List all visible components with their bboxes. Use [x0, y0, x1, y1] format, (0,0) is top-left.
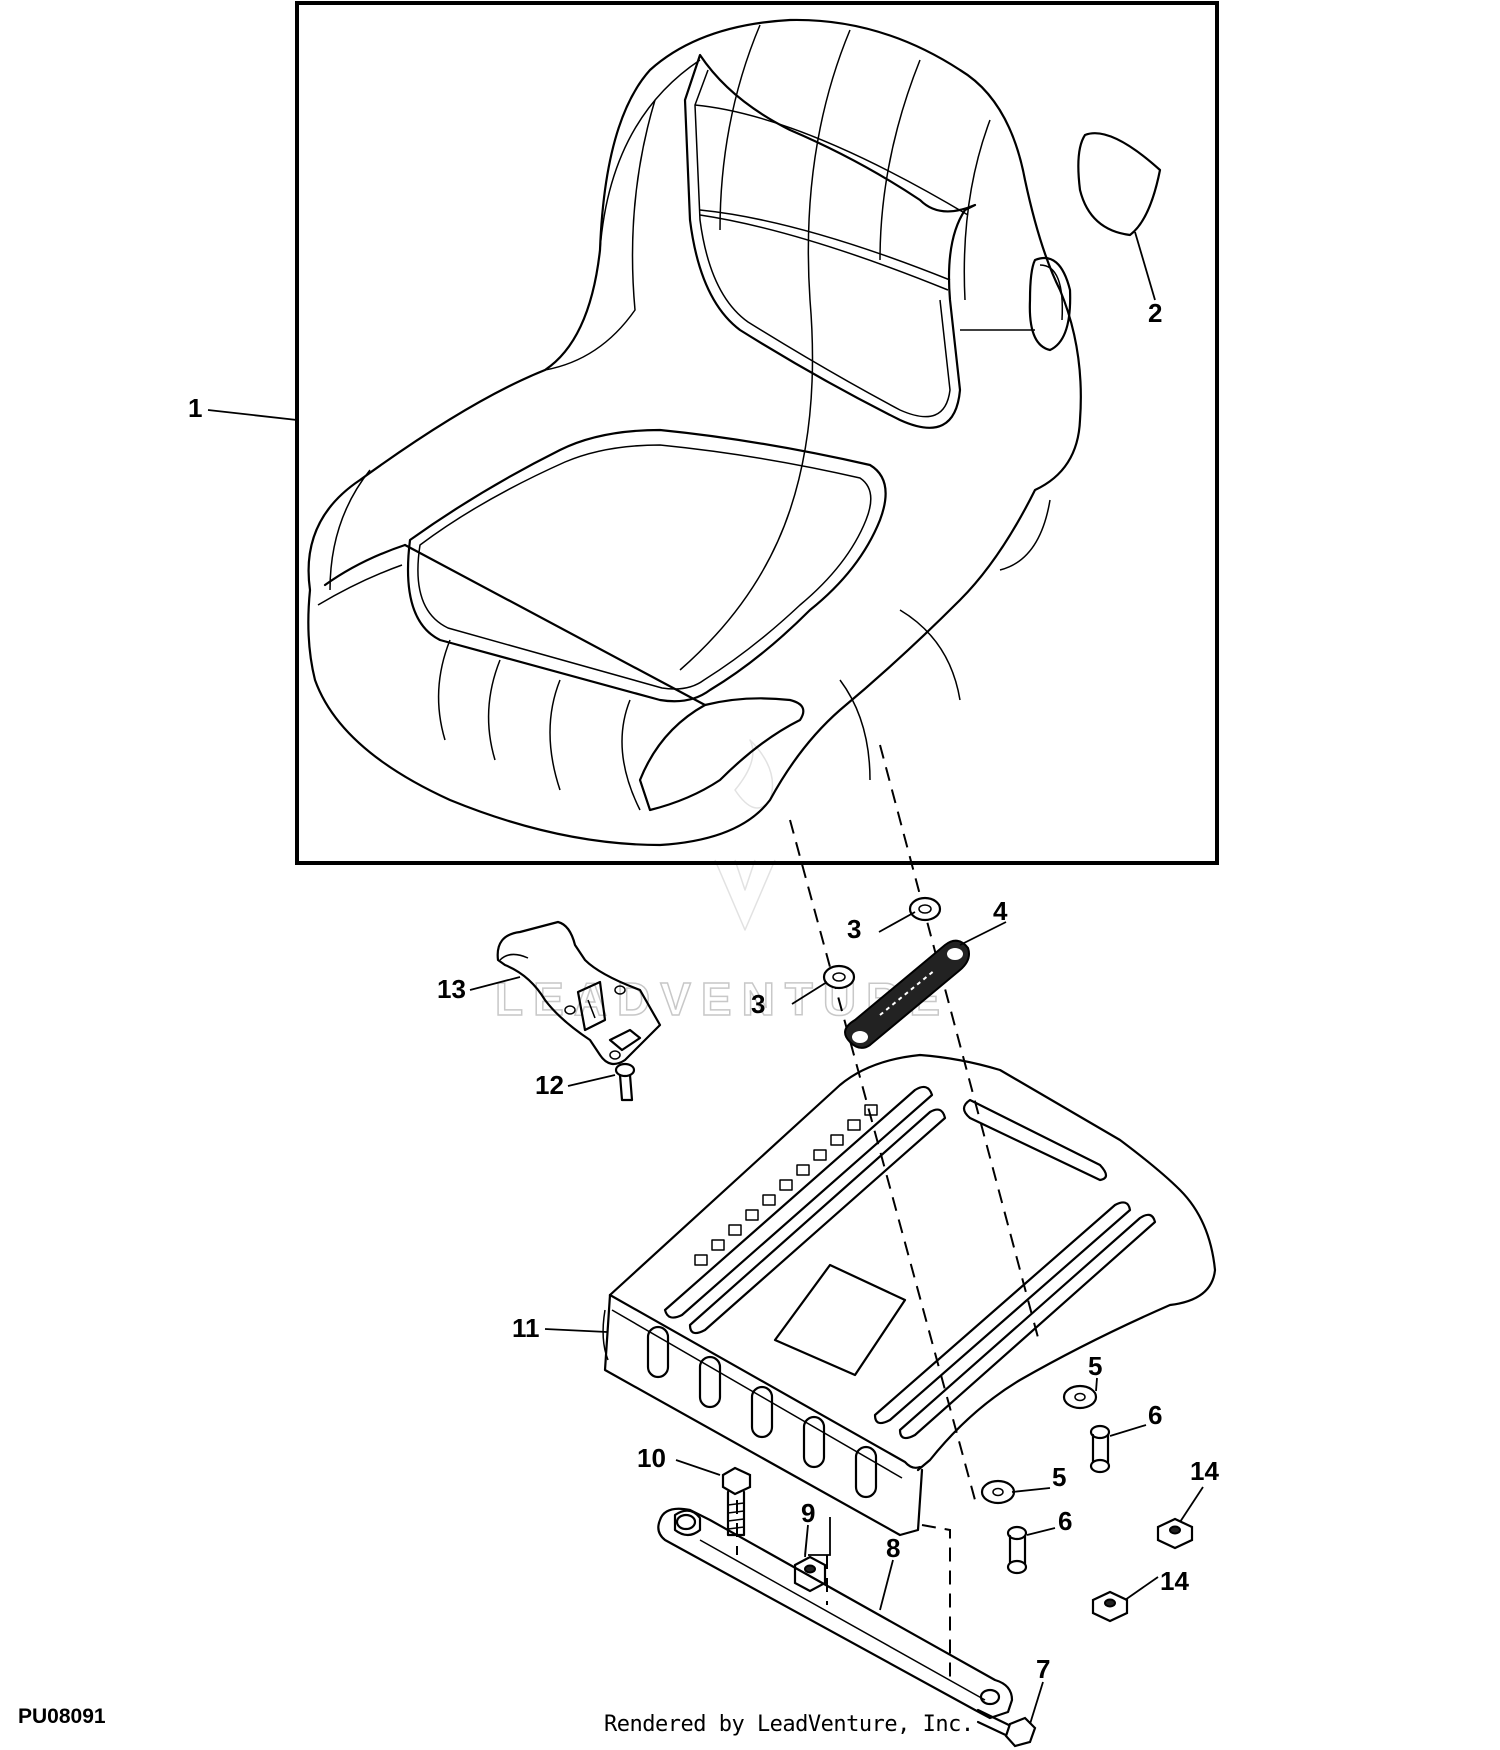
- callout-3-upper: 3: [847, 914, 861, 944]
- callout-6-lower: 6: [1058, 1506, 1072, 1536]
- bolt-6-upper: [1089, 1424, 1111, 1474]
- bolt-6-lower: [1006, 1525, 1028, 1575]
- seat-frame: [295, 1, 1219, 865]
- leader-lines: [207, 231, 1204, 1725]
- bolt-7: [976, 1708, 1037, 1748]
- nut-14-upper: [1156, 1517, 1194, 1550]
- callout-11: 11: [512, 1313, 540, 1343]
- diagram-id: PU08091: [18, 1705, 106, 1728]
- callout-4: 4: [993, 896, 1008, 926]
- watermark-logo: [714, 739, 776, 931]
- pan-front-slots: [646, 1325, 878, 1499]
- seat-switch-bracket: [496, 920, 662, 1066]
- slide-bar: [844, 939, 970, 1049]
- callout-14-upper: 14: [1190, 1456, 1219, 1486]
- callout-3-lower: 3: [751, 989, 765, 1019]
- callout-5-lower: 5: [1052, 1462, 1066, 1492]
- render-credit: Rendered by LeadVenture, Inc.: [604, 1712, 974, 1737]
- callout-13: 13: [437, 974, 466, 1004]
- seat-pan: [602, 1053, 1217, 1537]
- mount-line-hinge: [921, 1524, 951, 1680]
- callout-7: 7: [1036, 1654, 1050, 1684]
- mount-line-left: [789, 819, 976, 1501]
- seat: [307, 18, 1082, 847]
- callout-5-upper: 5: [1088, 1351, 1102, 1381]
- callout-2: 2: [1148, 298, 1162, 328]
- callout-12: 12: [535, 1070, 564, 1100]
- pivot-bar: [657, 1507, 1014, 1720]
- callout-10: 10: [637, 1443, 666, 1473]
- pan-slots: [694, 1104, 878, 1266]
- spacer-top: [908, 896, 942, 922]
- spacer-left: [822, 964, 856, 990]
- callout-14-lower: 14: [1160, 1566, 1189, 1596]
- screw-12: [614, 1062, 636, 1102]
- nut-14-lower: [1091, 1590, 1129, 1623]
- mount-line-right: [879, 744, 1041, 1346]
- callout-9: 9: [801, 1498, 815, 1528]
- washer-5-upper: [1062, 1384, 1098, 1410]
- bolt-10: [721, 1466, 752, 1537]
- callout-6-upper: 6: [1148, 1400, 1162, 1430]
- nut-9: [793, 1555, 827, 1593]
- washer-5-lower: [980, 1479, 1016, 1505]
- decal: [1077, 132, 1162, 237]
- callout-8: 8: [886, 1533, 900, 1563]
- callout-1: 1: [188, 393, 202, 423]
